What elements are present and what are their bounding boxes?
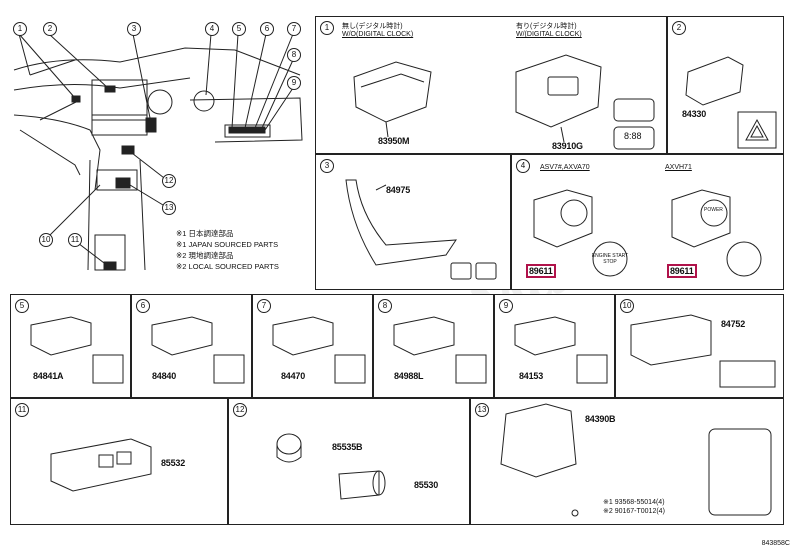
part-83950M[interactable]: 83950M	[378, 136, 410, 146]
panel-5-number: 5	[15, 299, 29, 313]
panel-1-number: 1	[320, 21, 334, 35]
fastener-note-2: ※2 90167-T0012(4)	[603, 508, 665, 515]
part-85532[interactable]: 85532	[161, 458, 186, 468]
callout-4: 4	[205, 22, 219, 36]
panel-12-number: 12	[233, 403, 247, 417]
panel-1-heading-b: 有り(デジタル時計)	[516, 23, 577, 30]
panel-8-switch: 8 84988L	[373, 294, 494, 398]
part-85535B[interactable]: 85535B	[332, 442, 363, 452]
panel-9-drawing	[514, 316, 608, 384]
panel-1-sub-b: W/(DIGITAL CLOCK)	[516, 31, 582, 38]
panel-6-number: 6	[136, 299, 150, 313]
panel-13-number: 13	[475, 403, 489, 417]
part-84153[interactable]: 84153	[519, 371, 544, 381]
panel-13-console-switch: 13 84390B ※1 93568-55014(4) ※2 90167-T00…	[470, 398, 784, 525]
callout-7: 7	[287, 22, 301, 36]
panel-12-socket: 12 85535B 85530	[228, 398, 470, 525]
part-89611-a[interactable]: 89611	[526, 264, 556, 278]
dashboard-drawing	[13, 33, 303, 271]
panel-2-drawing	[685, 56, 777, 149]
callout-13: 13	[162, 201, 176, 215]
part-84841A[interactable]: 84841A	[33, 371, 64, 381]
panel-11-switch: 11 85532	[10, 398, 228, 525]
callout-6: 6	[260, 22, 274, 36]
panel-3-trim: 3 84975	[315, 154, 511, 290]
panel-9-switch: 9 84153	[494, 294, 615, 398]
panel-4-start-button: 4 ASV7#,AXVA70 AXVH71 ENGINE START STOP …	[511, 154, 784, 290]
callout-11: 11	[68, 233, 82, 247]
panel-6-drawing	[151, 316, 245, 384]
panel-1-clock: 1 無し(デジタル時計) W/O(DIGITAL CLOCK) 有り(デジタル時…	[315, 16, 667, 154]
part-89611-b[interactable]: 89611	[667, 264, 697, 278]
panel-2-number: 2	[672, 21, 686, 35]
callout-8: 8	[287, 48, 301, 62]
part-84988L[interactable]: 84988L	[394, 371, 424, 381]
panel-5-drawing	[30, 316, 124, 384]
sourcing-notes: ※1 日本調達部品 ※1 JAPAN SOURCED PARTS ※2 現地調達…	[176, 229, 279, 271]
panel-11-drawing	[50, 438, 152, 492]
part-84840[interactable]: 84840	[152, 371, 177, 381]
panel-1-sub-a: W/O(DIGITAL CLOCK)	[342, 31, 414, 38]
fastener-note-1: ※1 93568-55014(4)	[603, 499, 665, 506]
panel-4-model-b: AXVH71	[665, 164, 692, 171]
panel-9-number: 9	[499, 299, 513, 313]
panel-11-number: 11	[15, 403, 29, 417]
panel-8-drawing	[393, 316, 487, 384]
part-84752[interactable]: 84752	[721, 319, 746, 329]
part-84330[interactable]: 84330	[682, 109, 707, 119]
panel-10-drawing	[630, 314, 776, 388]
panel-8-number: 8	[378, 299, 392, 313]
diagram-code: 843858C	[761, 540, 790, 547]
callout-3: 3	[127, 22, 141, 36]
panel-6-switch: 6 84840	[131, 294, 252, 398]
panel-1-heading-a: 無し(デジタル時計)	[342, 23, 403, 30]
panel-4-drawing	[533, 189, 762, 277]
panel-4-button-b-text: POWER	[704, 207, 723, 213]
overview-diagram: 1 2 3 4 5 6 7 8 9 12 13 10 11 ※1 日本調達部品 …	[0, 0, 312, 290]
panel-1-clock-display: 8:88	[624, 131, 642, 141]
callout-10: 10	[39, 233, 53, 247]
part-83910G[interactable]: 83910G	[552, 141, 583, 151]
panel-4-number: 4	[516, 159, 530, 173]
panel-7-drawing	[272, 316, 366, 384]
panel-4-button-a-text: ENGINE START STOP	[591, 253, 629, 265]
part-84975[interactable]: 84975	[386, 185, 411, 195]
panel-2-hazard: 2 84330	[667, 16, 784, 154]
panel-3-number: 3	[320, 159, 334, 173]
panel-4-model-a: ASV7#,AXVA70	[540, 164, 590, 171]
panel-5-switch: 5 84841A	[10, 294, 131, 398]
callout-2: 2	[43, 22, 57, 36]
panel-7-switch: 7 84470	[252, 294, 373, 398]
panel-1-drawing	[353, 54, 655, 150]
panel-3-drawing	[345, 179, 497, 280]
callout-9: 9	[287, 76, 301, 90]
panel-13-drawing	[500, 403, 772, 517]
part-84470[interactable]: 84470	[281, 371, 306, 381]
callout-12: 12	[162, 174, 176, 188]
part-84390B[interactable]: 84390B	[585, 414, 616, 424]
panel-12-drawing	[276, 433, 386, 500]
panel-7-number: 7	[257, 299, 271, 313]
panel-10-number: 10	[620, 299, 634, 313]
callout-1: 1	[13, 22, 27, 36]
part-85530[interactable]: 85530	[414, 480, 439, 490]
panel-10-switch: 10 84752	[615, 294, 784, 398]
callout-5: 5	[232, 22, 246, 36]
